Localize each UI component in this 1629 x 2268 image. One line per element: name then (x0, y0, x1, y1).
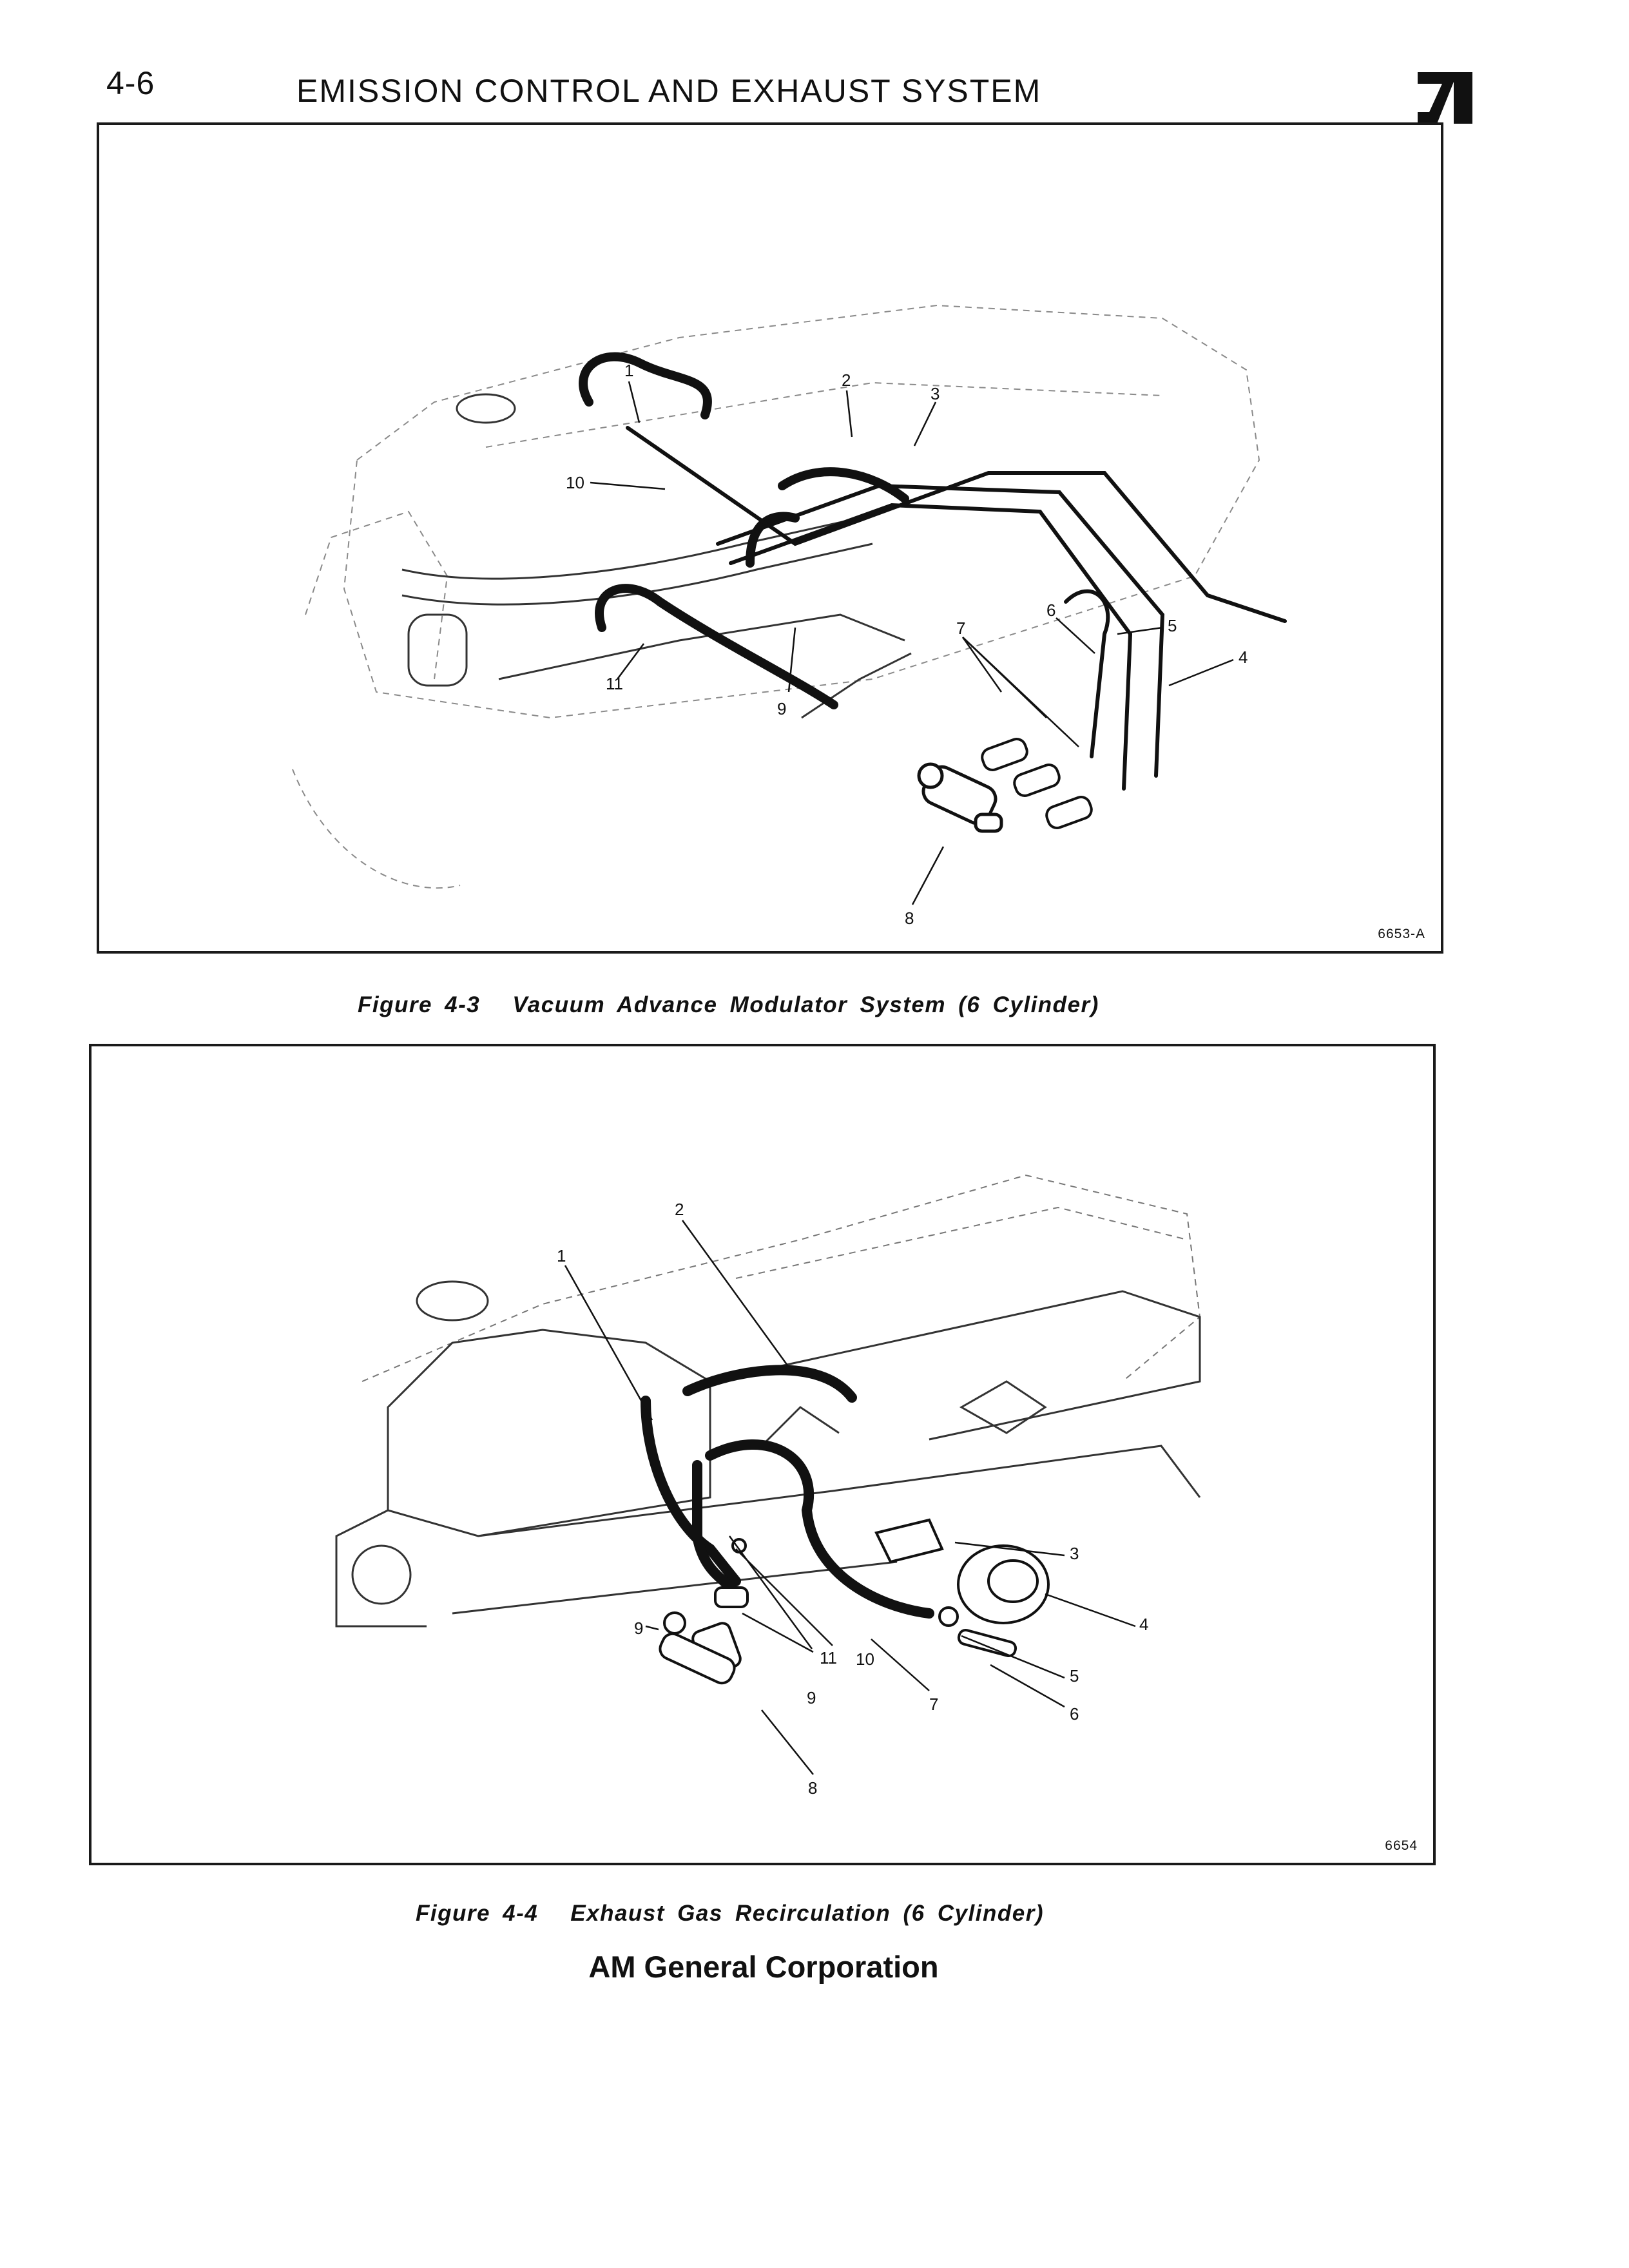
figure-4-4-callout-5: 5 (1070, 1666, 1079, 1686)
page-header-title: EMISSION CONTROL AND EXHAUST SYSTEM (296, 73, 1042, 109)
figure-4-4-callout-9a: 9 (634, 1619, 643, 1638)
figure-4-3-callout-4: 4 (1239, 648, 1248, 667)
figure-4-4-caption: Figure 4-4 Exhaust Gas Recirculation (6 C… (416, 1901, 1044, 1927)
figure-4-3-caption-label: Figure 4-3 (358, 992, 481, 1017)
vacuum-advance-modulator-drawing: 1 2 3 4 5 6 7 8 9 10 11 (292, 304, 1287, 928)
figure-4-3-caption-title: Vacuum Advance Modulator System (6 Cylin… (512, 992, 1099, 1017)
figure-4-3-callout-9: 9 (777, 699, 786, 718)
figure-4-4-callout-8: 8 (808, 1778, 817, 1798)
figure-4-3-code: 6653-A (1378, 927, 1425, 941)
callout-leaders (564, 1220, 1136, 1775)
figure-4-4-callout-11: 11 (820, 1648, 837, 1667)
vacuum-hoses (579, 352, 909, 709)
egr-fittings (659, 1538, 749, 1685)
figure-4-3-callout-8: 8 (905, 908, 914, 928)
figure-4-3-callout-11: 11 (606, 674, 623, 693)
am-general-logo-icon (1418, 72, 1472, 124)
egr-hoses (641, 1365, 934, 1619)
figure-4-4-caption-label: Figure 4-4 (416, 1901, 539, 1926)
callout-leaders (590, 381, 1234, 905)
exhaust-gas-recirculation-drawing: 1 2 3 4 5 6 7 8 9 9 10 11 (335, 1174, 1201, 1798)
figure-4-4-callout-9b: 9 (807, 1688, 816, 1707)
figure-4-4-callout-10: 10 (856, 1649, 874, 1669)
figure-4-3-caption: Figure 4-3 Vacuum Advance Modulator Syste… (358, 992, 1099, 1018)
engine-detail-lines (335, 1280, 1201, 1628)
figure-4-4-callout-7: 7 (929, 1695, 938, 1714)
vacuum-lines (626, 426, 1287, 791)
company-name: AM General Corporation (588, 1950, 939, 1984)
egr-valve (874, 1518, 1050, 1658)
figure-4-4-callout-6: 6 (1070, 1704, 1079, 1724)
vacuum-advance-modulator-valve (917, 762, 1003, 833)
figure-4-3-callout-7: 7 (956, 619, 965, 638)
figure-4-4-callout-2: 2 (675, 1200, 684, 1219)
figure-4-4-caption-title: Exhaust Gas Recirculation (6 Cylinder) (570, 1901, 1045, 1926)
figure-4-3-callout-6: 6 (1046, 601, 1055, 620)
figure-4-3-callout-3: 3 (930, 384, 940, 403)
figure-4-4-callout-1: 1 (557, 1246, 566, 1265)
engine-outline (361, 1174, 1201, 1382)
figure-4-3-callout-1: 1 (624, 361, 633, 380)
figure-4-3-callout-5: 5 (1168, 616, 1177, 635)
figure-4-4-code: 6654 (1385, 1838, 1418, 1853)
figure-4-4-illustration: 1 2 3 4 5 6 7 8 9 9 10 11 6654 (89, 1044, 1436, 1865)
figure-4-3-callout-2: 2 (842, 370, 851, 390)
figure-4-4-callout-3: 3 (1070, 1544, 1079, 1563)
vacuum-hose-connectors (981, 737, 1093, 830)
figure-4-3-callout-10: 10 (566, 473, 584, 492)
figure-4-4-callout-4: 4 (1139, 1615, 1148, 1634)
page-number: 4-6 (106, 65, 155, 101)
engine-detail-lines (401, 393, 912, 719)
figure-4-3-illustration: 1 2 3 4 5 6 7 8 9 10 11 6653-A (97, 122, 1443, 954)
engine-outline (292, 304, 1260, 889)
